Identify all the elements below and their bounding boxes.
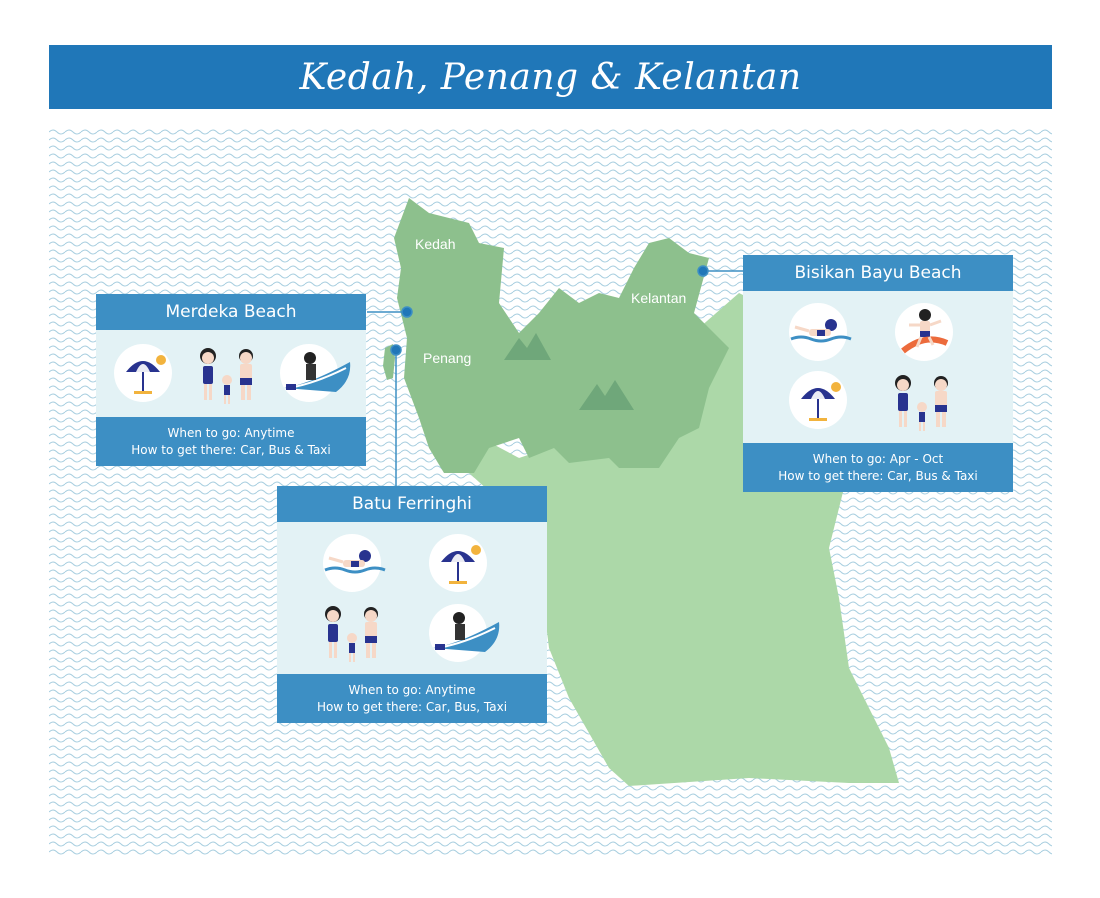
swimmer-icon <box>789 303 852 361</box>
title-banner: Kedah, Penang & Kelantan <box>49 45 1052 109</box>
swimmer-icon <box>323 534 386 592</box>
region-label-kedah: Kedah <box>415 236 456 252</box>
region-label-penang: Penang <box>423 350 472 366</box>
card-title: Bisikan Bayu Beach <box>743 255 1013 291</box>
when-to-go: When to go: Anytime <box>167 426 295 440</box>
surfer-icon <box>895 303 953 361</box>
umbrella-icon <box>114 344 172 402</box>
region-label-kelantan: Kelantan <box>631 290 687 306</box>
jetski-icon <box>429 604 500 662</box>
card-batu-ferringhi[interactable]: Batu Ferringhi <box>277 486 547 723</box>
card-icons <box>96 330 366 417</box>
family-icon <box>200 348 253 404</box>
card-title: Batu Ferringhi <box>277 486 547 522</box>
when-to-go: When to go: Anytime <box>348 683 476 697</box>
land-north <box>394 198 729 473</box>
family-icon <box>895 375 948 431</box>
marker-merdeka[interactable] <box>401 306 413 318</box>
map-area: Kedah Penang Kelantan <box>49 128 1052 856</box>
card-info: When to go: Anytime How to get there: Ca… <box>277 674 547 723</box>
card-info: When to go: Anytime How to get there: Ca… <box>96 417 366 466</box>
when-to-go: When to go: Apr - Oct <box>812 452 944 466</box>
marker-batu[interactable] <box>390 344 402 356</box>
card-icons <box>743 291 1013 443</box>
page-title: Kedah, Penang & Kelantan <box>299 56 802 98</box>
card-icons <box>277 522 547 674</box>
card-bisikan-bayu-beach[interactable]: Bisikan Bayu Beach <box>743 255 1013 492</box>
map-canvas <box>49 128 1052 856</box>
how-to-get-there: How to get there: Car, Bus & Taxi <box>131 443 331 457</box>
family-icon <box>325 606 378 662</box>
card-info: When to go: Apr - Oct How to get there: … <box>743 443 1013 492</box>
mountain-icon <box>504 333 634 410</box>
card-title: Merdeka Beach <box>96 294 366 330</box>
how-to-get-there: How to get there: Car, Bus & Taxi <box>778 469 978 483</box>
card-merdeka-beach[interactable]: Merdeka Beach <box>96 294 366 466</box>
marker-bisikan[interactable] <box>697 265 709 277</box>
connector-lines <box>367 265 743 486</box>
umbrella-icon <box>789 371 847 429</box>
umbrella-icon <box>429 534 487 592</box>
jetski-icon <box>280 344 351 402</box>
how-to-get-there: How to get there: Car, Bus, Taxi <box>316 700 508 714</box>
